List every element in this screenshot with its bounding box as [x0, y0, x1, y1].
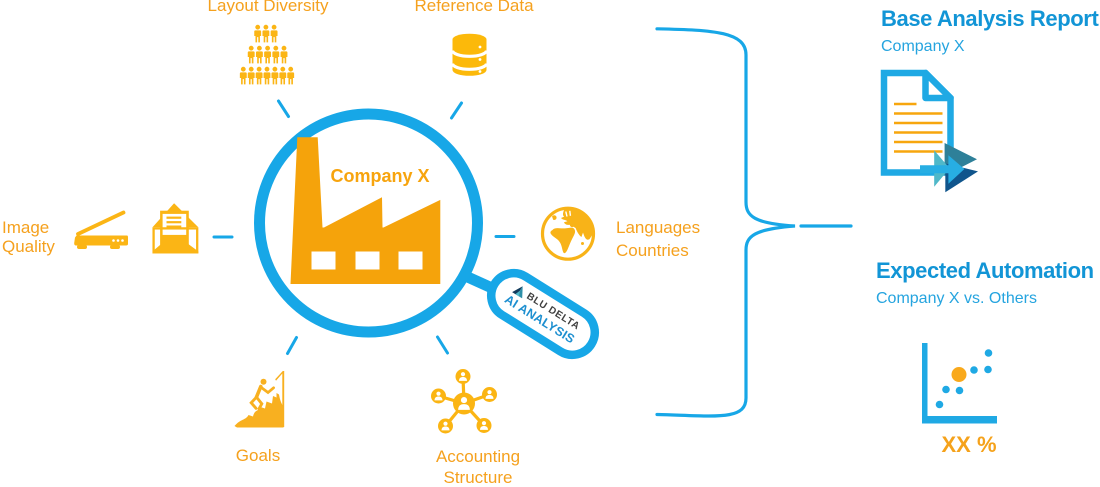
label-accounting: Accounting: [435, 447, 521, 466]
label-layout-diversity: Layout Diversity: [207, 0, 329, 15]
badge-brand: BLU DELTA: [510, 282, 583, 334]
crowd-icon: [239, 24, 295, 85]
connector-dashes: [212, 99, 516, 355]
blu-delta-logo-icon: [512, 286, 524, 299]
label-image-quality: Image Quality: [2, 218, 55, 256]
label-accounting-structure: Accounting Structure: [436, 446, 520, 487]
report-title: Base Analysis Report: [881, 6, 1099, 31]
database-icon: [450, 33, 489, 76]
brace: [655, 27, 853, 418]
globe-icon: [540, 206, 596, 261]
scatter-chart-icon: [922, 343, 997, 424]
label-image-quality-line2: Quality: [2, 237, 55, 256]
factory-icon: [290, 137, 441, 284]
report-arrows-icon: [920, 143, 978, 193]
report-subtitle: Company X: [881, 38, 965, 55]
envelope-icon: [152, 203, 199, 254]
label-image-quality-line1: Image: [2, 218, 50, 237]
automation-subtitle: Company X vs. Others: [876, 289, 1037, 307]
scatter-highlight-dot: [951, 367, 967, 382]
org-network-icon: [431, 369, 497, 434]
label-languages: Languages: [616, 218, 701, 237]
label-countries: Countries: [616, 241, 689, 260]
label-languages-countries: Languages Countries: [616, 216, 700, 262]
company-x-label: Company X: [330, 166, 430, 186]
automation-title: Expected Automation: [876, 258, 1094, 283]
automation-value: XX %: [941, 432, 997, 457]
label-goals: Goals: [235, 446, 281, 465]
label-structure: Structure: [443, 468, 513, 487]
scanner-icon: [74, 210, 128, 249]
label-reference-data: Reference Data: [414, 0, 534, 15]
report-document-icon: [880, 69, 978, 193]
climber-icon: [234, 371, 285, 428]
badge-text: BLU DELTA AI ANALYSIS: [502, 282, 583, 346]
